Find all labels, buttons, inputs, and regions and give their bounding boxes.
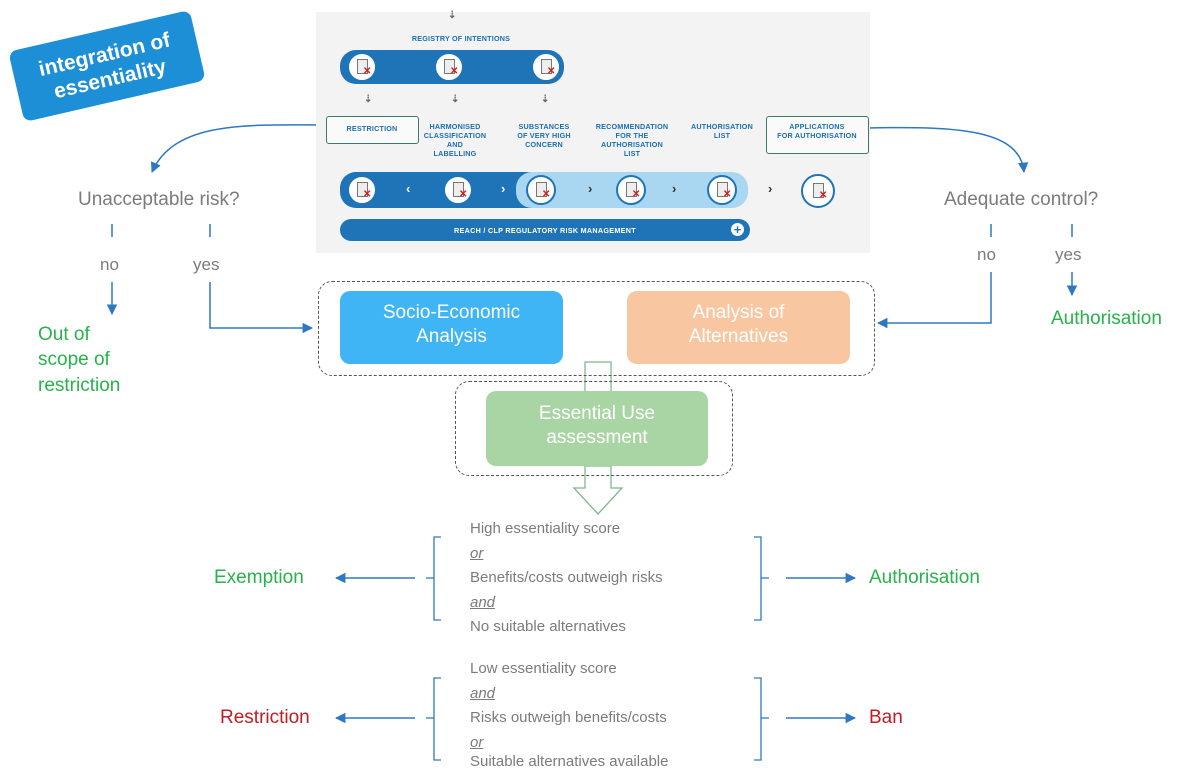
question-unacceptable-risk: Unacceptable risk? bbox=[78, 189, 240, 210]
left-yes-label: yes bbox=[193, 255, 220, 274]
chevron-right-icon: › bbox=[501, 181, 506, 196]
registry-label: REGISTRY OF INTENTIONS bbox=[411, 34, 511, 43]
document-icon: ✕ bbox=[443, 175, 473, 205]
criterion-or: or bbox=[470, 734, 484, 751]
document-icon: ✕ bbox=[531, 52, 561, 82]
criterion-or: or bbox=[470, 545, 484, 562]
document-icon: ✕ bbox=[801, 174, 835, 208]
reach-clp-bar[interactable]: REACH / CLP REGULATORY RISK MANAGEMENT + bbox=[340, 219, 750, 241]
reach-process-panel: ⇣ REGISTRY OF INTENTIONS ✕ ✕ ✕ ⇣ ⇣ ⇣ RES… bbox=[316, 10, 870, 253]
document-icon: ✕ bbox=[616, 175, 646, 205]
applications-step-box bbox=[766, 116, 869, 154]
chevron-right-icon: › bbox=[588, 181, 593, 196]
question-adequate-control: Adequate control? bbox=[944, 189, 1099, 210]
criterion-risks-outweigh: Risks outweigh benefits/costs bbox=[470, 709, 667, 726]
left-no-label: no bbox=[100, 255, 119, 274]
criterion-benefits-outweigh: Benefits/costs outweigh risks bbox=[470, 569, 663, 586]
down-arrow-icon: ⇣ bbox=[451, 94, 460, 105]
arrow-restriction-to-question bbox=[151, 124, 327, 173]
hollow-arrow-down bbox=[572, 465, 624, 515]
down-arrow-icon: ⇣ bbox=[541, 94, 550, 105]
authorisation-outcome-top: Authorisation bbox=[1051, 308, 1162, 329]
down-arrow-icon: ⇣ bbox=[448, 10, 457, 21]
step-restriction: RESTRICTION bbox=[346, 124, 398, 133]
authorisation-outcome-bottom: Authorisation bbox=[869, 567, 980, 588]
right-yes-label: yes bbox=[1055, 245, 1082, 264]
criterion-alternatives-available: Suitable alternatives available bbox=[470, 753, 669, 770]
restriction-step-box bbox=[326, 116, 419, 144]
chevron-right-icon: › bbox=[768, 181, 773, 196]
exemption-outcome: Exemption bbox=[214, 567, 304, 588]
criterion-high-score: High essentiality score bbox=[470, 520, 621, 537]
arrow-applications-to-question bbox=[867, 126, 1029, 174]
essential-use-group bbox=[455, 381, 733, 476]
document-icon: ✕ bbox=[434, 52, 464, 82]
chevron-left-icon: ‹ bbox=[406, 181, 411, 196]
ban-outcome: Ban bbox=[869, 707, 903, 728]
plus-icon[interactable]: + bbox=[731, 223, 744, 236]
right-no-label: no bbox=[977, 245, 996, 264]
analysis-group bbox=[318, 281, 875, 376]
document-icon: ✕ bbox=[707, 175, 737, 205]
reach-clp-label: REACH / CLP REGULATORY RISK MANAGEMENT bbox=[454, 226, 636, 235]
document-icon: ✕ bbox=[347, 175, 377, 205]
criterion-no-alternatives: No suitable alternatives bbox=[470, 618, 626, 635]
arrow-right-no bbox=[876, 272, 992, 329]
criterion-and: and bbox=[470, 685, 496, 702]
restriction-outcome: Restriction bbox=[220, 707, 310, 728]
chevron-right-icon: › bbox=[672, 181, 677, 196]
criterion-and: and bbox=[470, 594, 496, 611]
document-icon: ✕ bbox=[526, 175, 556, 205]
document-icon: ✕ bbox=[347, 52, 377, 82]
down-arrow-icon: ⇣ bbox=[364, 94, 373, 105]
criterion-low-score: Low essentiality score bbox=[470, 660, 617, 677]
arrow-left-yes bbox=[209, 282, 314, 334]
